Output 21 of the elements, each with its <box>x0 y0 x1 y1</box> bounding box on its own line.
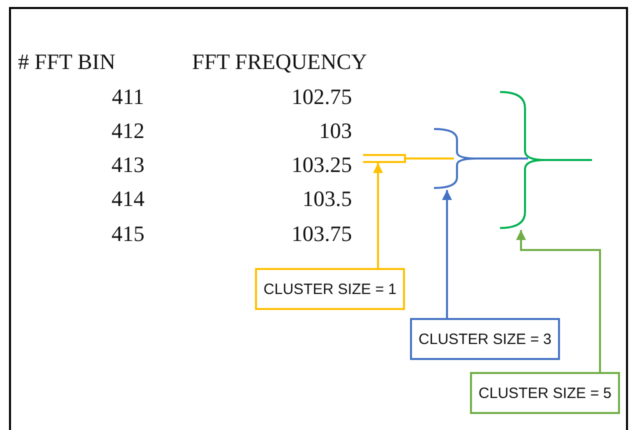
table-cell: 103.5 <box>302 186 352 212</box>
table-cell: 103 <box>319 118 352 144</box>
callout-box: CLUSTER SIZE = 5 <box>470 372 620 414</box>
table-cell: 103.75 <box>292 221 352 247</box>
table-cell-text: 414 <box>110 186 146 212</box>
table-cell: 102.75 <box>292 84 352 110</box>
curly-brace <box>498 90 594 230</box>
table-cell-text: 411 <box>110 84 146 110</box>
callout-box: CLUSTER SIZE = 3 <box>410 318 560 360</box>
bracket <box>363 154 456 163</box>
arrow <box>373 163 383 268</box>
arrow <box>442 190 452 318</box>
arrow <box>516 230 601 372</box>
table-cell-text: 415 <box>110 221 146 247</box>
table-cell-text: 413 <box>110 152 146 178</box>
column-header: FFT FREQUENCY <box>192 49 368 75</box>
table-cell: 103.25 <box>292 152 352 178</box>
column-header: # FFT BIN <box>18 49 116 75</box>
table-cell-text: 412 <box>110 118 146 144</box>
callout-box: CLUSTER SIZE = 1 <box>255 268 405 310</box>
curly-brace <box>432 127 530 190</box>
